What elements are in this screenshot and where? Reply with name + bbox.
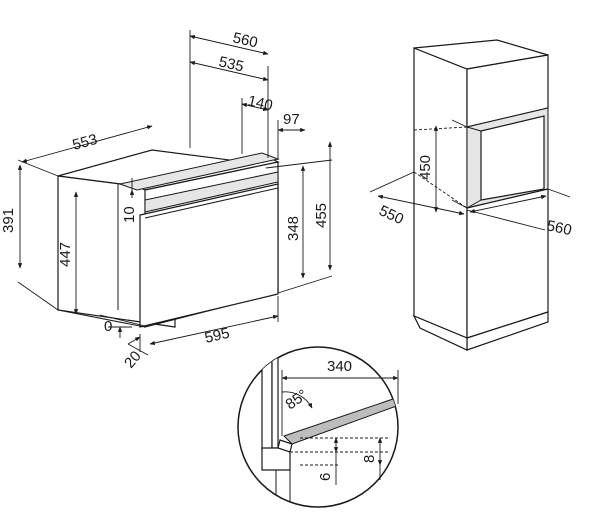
dim-depth-total: 560: [231, 29, 259, 51]
dim-depth-body: 535: [217, 53, 245, 75]
dim-niche-depth: 550: [376, 202, 406, 228]
door-detail-drawing: 340 85° 6 8: [237, 346, 399, 508]
dim-gap-lower: 6: [317, 473, 334, 481]
dim-panel-offset: 97: [283, 111, 300, 128]
dim-depth-cutout: 140: [246, 92, 274, 114]
dim-height-panel: 348: [285, 216, 302, 241]
dim-front-gap: 10: [121, 206, 138, 223]
dim-height-total: 455: [313, 203, 330, 228]
dim-door-reach: 340: [327, 358, 352, 375]
dim-niche-width: 560: [545, 217, 573, 239]
dim-gap-upper: 8: [361, 455, 378, 463]
dim-width-front: 595: [203, 325, 231, 347]
dim-bottom-offset: 0: [104, 318, 112, 335]
cabinet-drawing: 450 550 560: [369, 39, 573, 351]
dim-niche-height: 450: [417, 155, 434, 180]
dim-width-body: 553: [71, 131, 100, 154]
dim-height-cavity: 391: [0, 208, 17, 233]
dim-height-front: 447: [57, 242, 74, 267]
dim-door-angle: 85°: [283, 386, 311, 413]
oven-drawing: 560 535 140 97 553 391 10 447 0 348 455 …: [0, 29, 333, 372]
